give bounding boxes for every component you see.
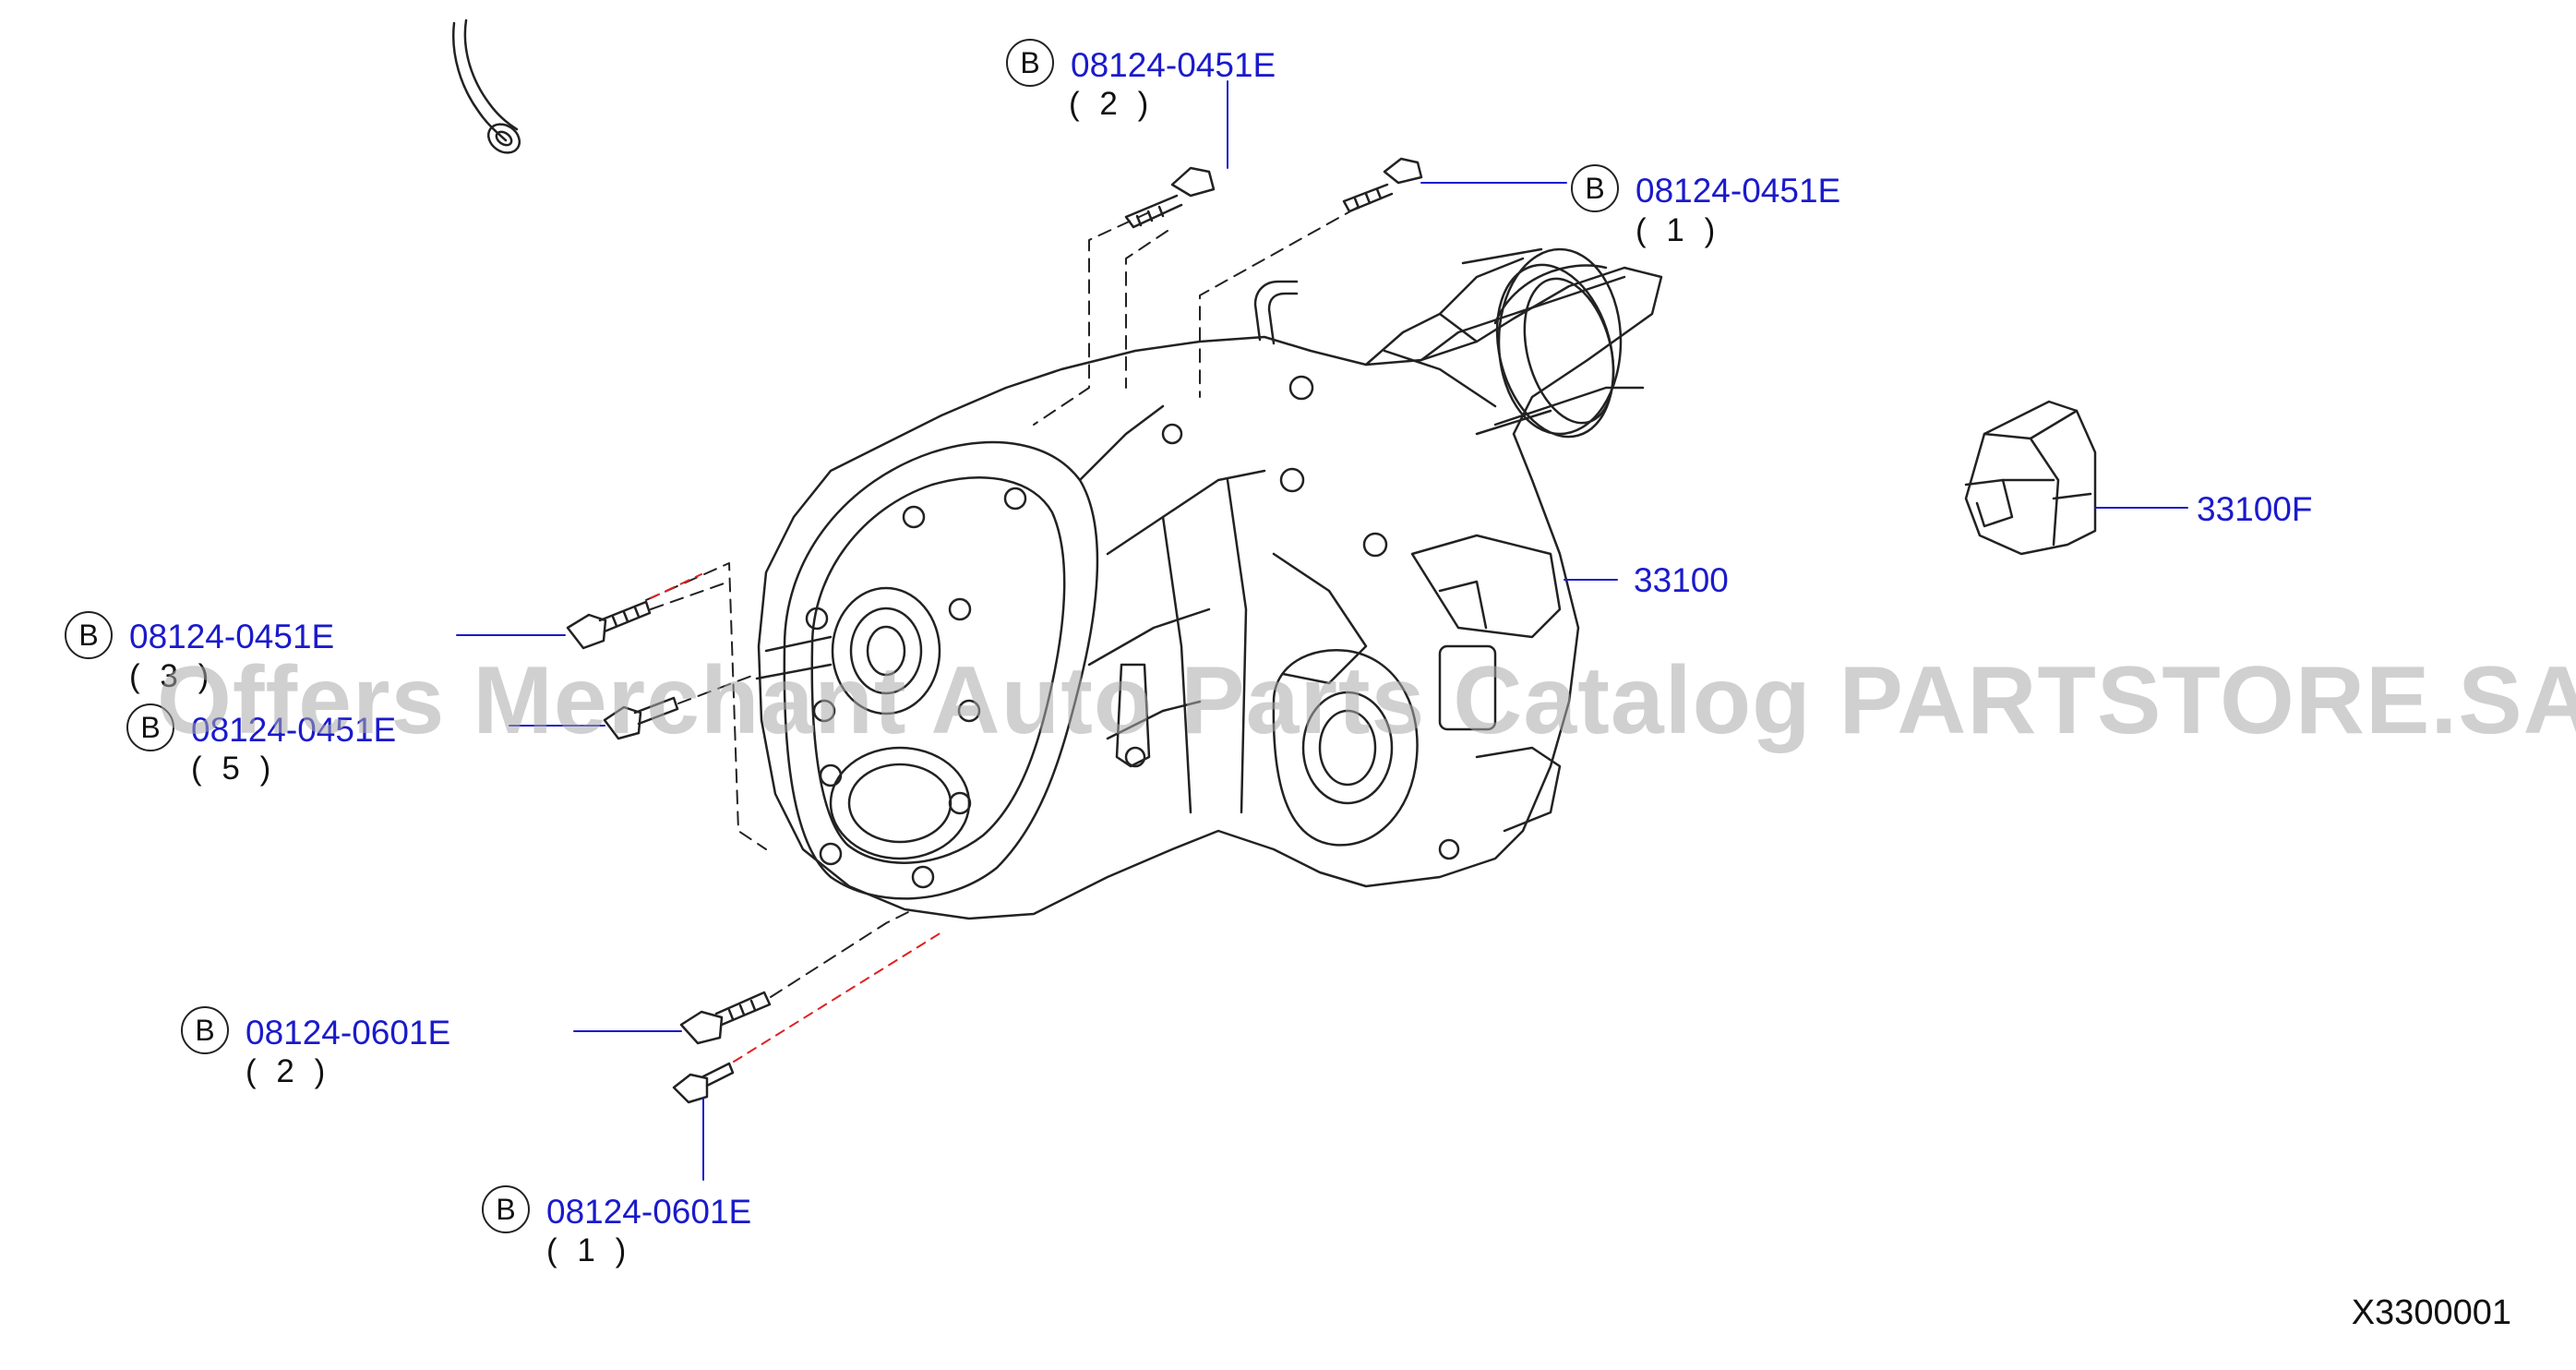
quantity-label: ( 2 ) — [1069, 86, 1155, 122]
quantity-label: ( 3 ) — [129, 658, 215, 694]
quantity-label: ( 1 ) — [546, 1232, 632, 1268]
b-badge: B — [65, 611, 113, 659]
part-link-08124-0451e-top[interactable]: 08124-0451E — [1071, 46, 1276, 84]
part-link-33100f[interactable]: 33100F — [2197, 490, 2313, 528]
b-badge: B — [181, 1006, 229, 1054]
b-badge: B — [482, 1185, 530, 1233]
bolt-a — [1124, 166, 1216, 229]
leader-lines — [456, 80, 2188, 1181]
diagram-id: X3300001 — [2351, 1293, 2511, 1332]
part-link-08124-0601e-upper[interactable]: 08124-0601E — [246, 1014, 451, 1052]
part-link-08124-0451e-left-lower[interactable]: 08124-0451E — [191, 711, 397, 749]
bolt-c — [566, 600, 652, 650]
quantity-label: ( 5 ) — [191, 751, 277, 787]
part-link-08124-0451e-left-upper[interactable]: 08124-0451E — [129, 618, 335, 655]
cover-part-33100f — [1964, 400, 2097, 556]
part-link-08124-0451e-right[interactable]: 08124-0451E — [1635, 172, 1841, 210]
bolt-b — [1342, 157, 1423, 213]
rear-extension-housing — [1383, 247, 1645, 439]
flange-bolts — [805, 487, 1027, 889]
bolt-f — [672, 1062, 735, 1104]
b-badge: B — [1571, 164, 1619, 212]
bolt-e — [679, 991, 772, 1045]
part-link-33100[interactable]: 33100 — [1634, 561, 1729, 599]
b-badge: B — [1006, 39, 1054, 87]
installation-lines — [645, 207, 1358, 998]
quantity-label: ( 2 ) — [246, 1053, 331, 1089]
b-badge: B — [126, 703, 174, 751]
bolt-d — [603, 696, 679, 740]
part-link-08124-0601e-lower[interactable]: 08124-0601E — [546, 1193, 752, 1231]
quantity-label: ( 1 ) — [1635, 212, 1721, 248]
breather-hose — [452, 18, 521, 154]
transfer-case-body — [755, 257, 1663, 920]
highlight-lines — [650, 573, 942, 1063]
